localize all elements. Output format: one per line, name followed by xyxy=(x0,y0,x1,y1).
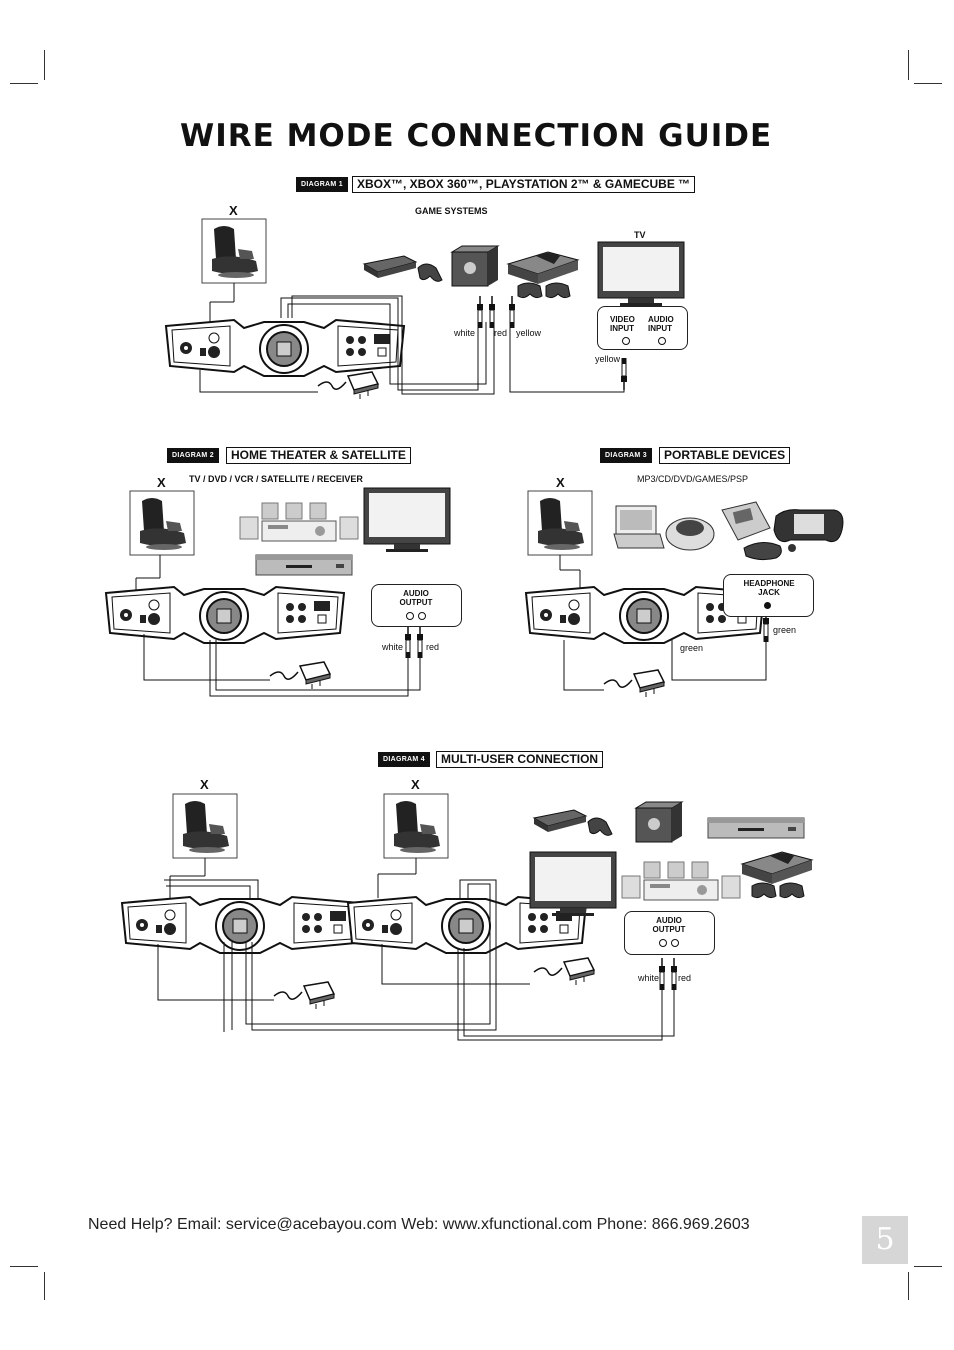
diagram4-caption: MULTI-USER CONNECTION xyxy=(436,751,604,768)
diagram3-caption: PORTABLE DEVICES xyxy=(659,447,791,464)
diagram3-handheld-image xyxy=(721,501,771,541)
diagram2-wire-white-label: white xyxy=(382,642,404,652)
diagram4-home-theater-image xyxy=(621,861,741,901)
diagram4-dvd-player-image xyxy=(707,817,805,839)
crop-mark xyxy=(908,1272,909,1300)
audio-output-jack-left xyxy=(406,612,414,620)
diagram2-caption: HOME THEATER & SATELLITE xyxy=(226,447,411,464)
diagram2-audio-output-label: AUDIO OUTPUT xyxy=(399,589,433,607)
diagram3-wire-green-label-1: green xyxy=(680,643,704,653)
diagram4-audio-output-label: AUDIO OUTPUT xyxy=(652,916,686,934)
audio-output-jack-right xyxy=(418,612,426,620)
crop-mark xyxy=(44,1272,45,1300)
diagram2-tv-image xyxy=(363,487,451,553)
diagram1-tag: DIAGRAM 1 xyxy=(296,177,348,192)
crop-mark xyxy=(914,1266,942,1267)
diagram4-chair-image-2 xyxy=(383,793,449,859)
diagram1-tv-label: TV xyxy=(634,230,646,240)
diagram3-chair-label: X xyxy=(556,475,565,490)
diagram2-power-adapter xyxy=(269,661,331,690)
diagram3-headphone-jack-label: HEADPHONE JACK xyxy=(743,579,795,597)
help-footer: Need Help? Email: service@acebayou.com W… xyxy=(88,1216,750,1233)
diagram1-chair-label: X xyxy=(229,203,238,218)
diagram2-wire-red-label: red xyxy=(426,642,440,652)
video-input-jack xyxy=(622,337,630,345)
diagram4-gamecube-image xyxy=(635,801,683,843)
diagram1-tv-inputs-box: VIDEO INPUT AUDIO INPUT xyxy=(597,306,688,350)
audio-input-jack xyxy=(658,337,666,345)
audio-output-jack-left xyxy=(659,939,667,947)
crop-mark xyxy=(10,83,38,84)
diagram3-mp3-image xyxy=(743,542,796,561)
diagram4-chair-label-2: X xyxy=(411,777,420,792)
diagram3-section-label: MP3/CD/DVD/GAMES/PSP xyxy=(637,474,749,484)
diagram2-dvd-player-image xyxy=(255,554,353,576)
crop-mark xyxy=(44,50,45,80)
diagram3-power-adapter xyxy=(603,669,665,698)
diagram4-power-adapter-1 xyxy=(273,981,335,1010)
crop-mark xyxy=(908,50,909,80)
diagram1-game-systems-label: GAME SYSTEMS xyxy=(415,206,488,216)
diagram2-section-label: TV / DVD / VCR / SATELLITE / RECEIVER xyxy=(189,474,363,484)
page-number: 5 xyxy=(862,1216,908,1264)
diagram3-psp-image xyxy=(773,509,844,543)
crop-mark xyxy=(914,83,942,84)
diagram1-wire-white-label: white xyxy=(454,328,476,338)
diagram4-xbox-image xyxy=(741,851,813,899)
diagram3-tag: DIAGRAM 3 xyxy=(600,448,652,463)
diagram3-cd-player-image xyxy=(665,517,715,551)
diagram1-caption: XBOX™, XBOX 360™, PLAYSTATION 2™ & GAMEC… xyxy=(352,176,696,193)
diagram2-control-panel xyxy=(105,586,345,644)
diagram3-wire-green-label-2: green xyxy=(773,625,797,635)
crop-mark xyxy=(10,1266,38,1267)
diagram1-wire-red-label: red xyxy=(494,328,508,338)
diagram1-yellow-plug-label: yellow xyxy=(595,354,621,364)
diagram1-gamecube-image xyxy=(451,245,499,287)
page-title: WIRE MODE CONNECTION GUIDE xyxy=(180,118,773,154)
diagram4-tv-image xyxy=(529,851,617,917)
audio-output-jack-right xyxy=(671,939,679,947)
diagram1-control-panel xyxy=(165,319,405,377)
diagram4-tag: DIAGRAM 4 xyxy=(378,752,430,767)
diagram1-tv-image xyxy=(597,241,685,307)
diagram3-portable-dvd-image xyxy=(613,505,665,549)
diagram1-audio-input-label: AUDIO INPUT xyxy=(648,315,674,333)
diagram1-xbox-image xyxy=(507,251,579,299)
diagram4-ps2-image xyxy=(533,809,613,836)
diagram4-wire-red-label: red xyxy=(678,973,692,983)
diagram4-audio-output-box: AUDIO OUTPUT xyxy=(624,911,715,955)
diagram1-power-adapter xyxy=(317,371,379,400)
diagram3-headphone-jack-box: HEADPHONE JACK xyxy=(723,574,814,617)
diagram4-wire-white-label: white xyxy=(638,973,660,983)
diagram3-chair-image xyxy=(527,490,593,556)
diagram2-tag: DIAGRAM 2 xyxy=(167,448,219,463)
diagram4-power-adapter-2 xyxy=(533,957,595,986)
diagram2-chair-image xyxy=(129,490,195,556)
diagram1-wire-yellow-label: yellow xyxy=(516,328,542,338)
diagram4-chair-label-1: X xyxy=(200,777,209,792)
diagram1-ps2-image xyxy=(363,255,443,282)
diagram1-video-input-label: VIDEO INPUT xyxy=(610,315,635,333)
diagram4-chair-image-1 xyxy=(172,793,238,859)
diagram1-chair-image xyxy=(201,218,267,284)
diagram2-chair-label: X xyxy=(157,475,166,490)
diagram2-audio-output-box: AUDIO OUTPUT xyxy=(371,584,462,627)
diagram2-home-theater-image xyxy=(239,502,359,542)
headphone-jack-port xyxy=(764,602,771,609)
